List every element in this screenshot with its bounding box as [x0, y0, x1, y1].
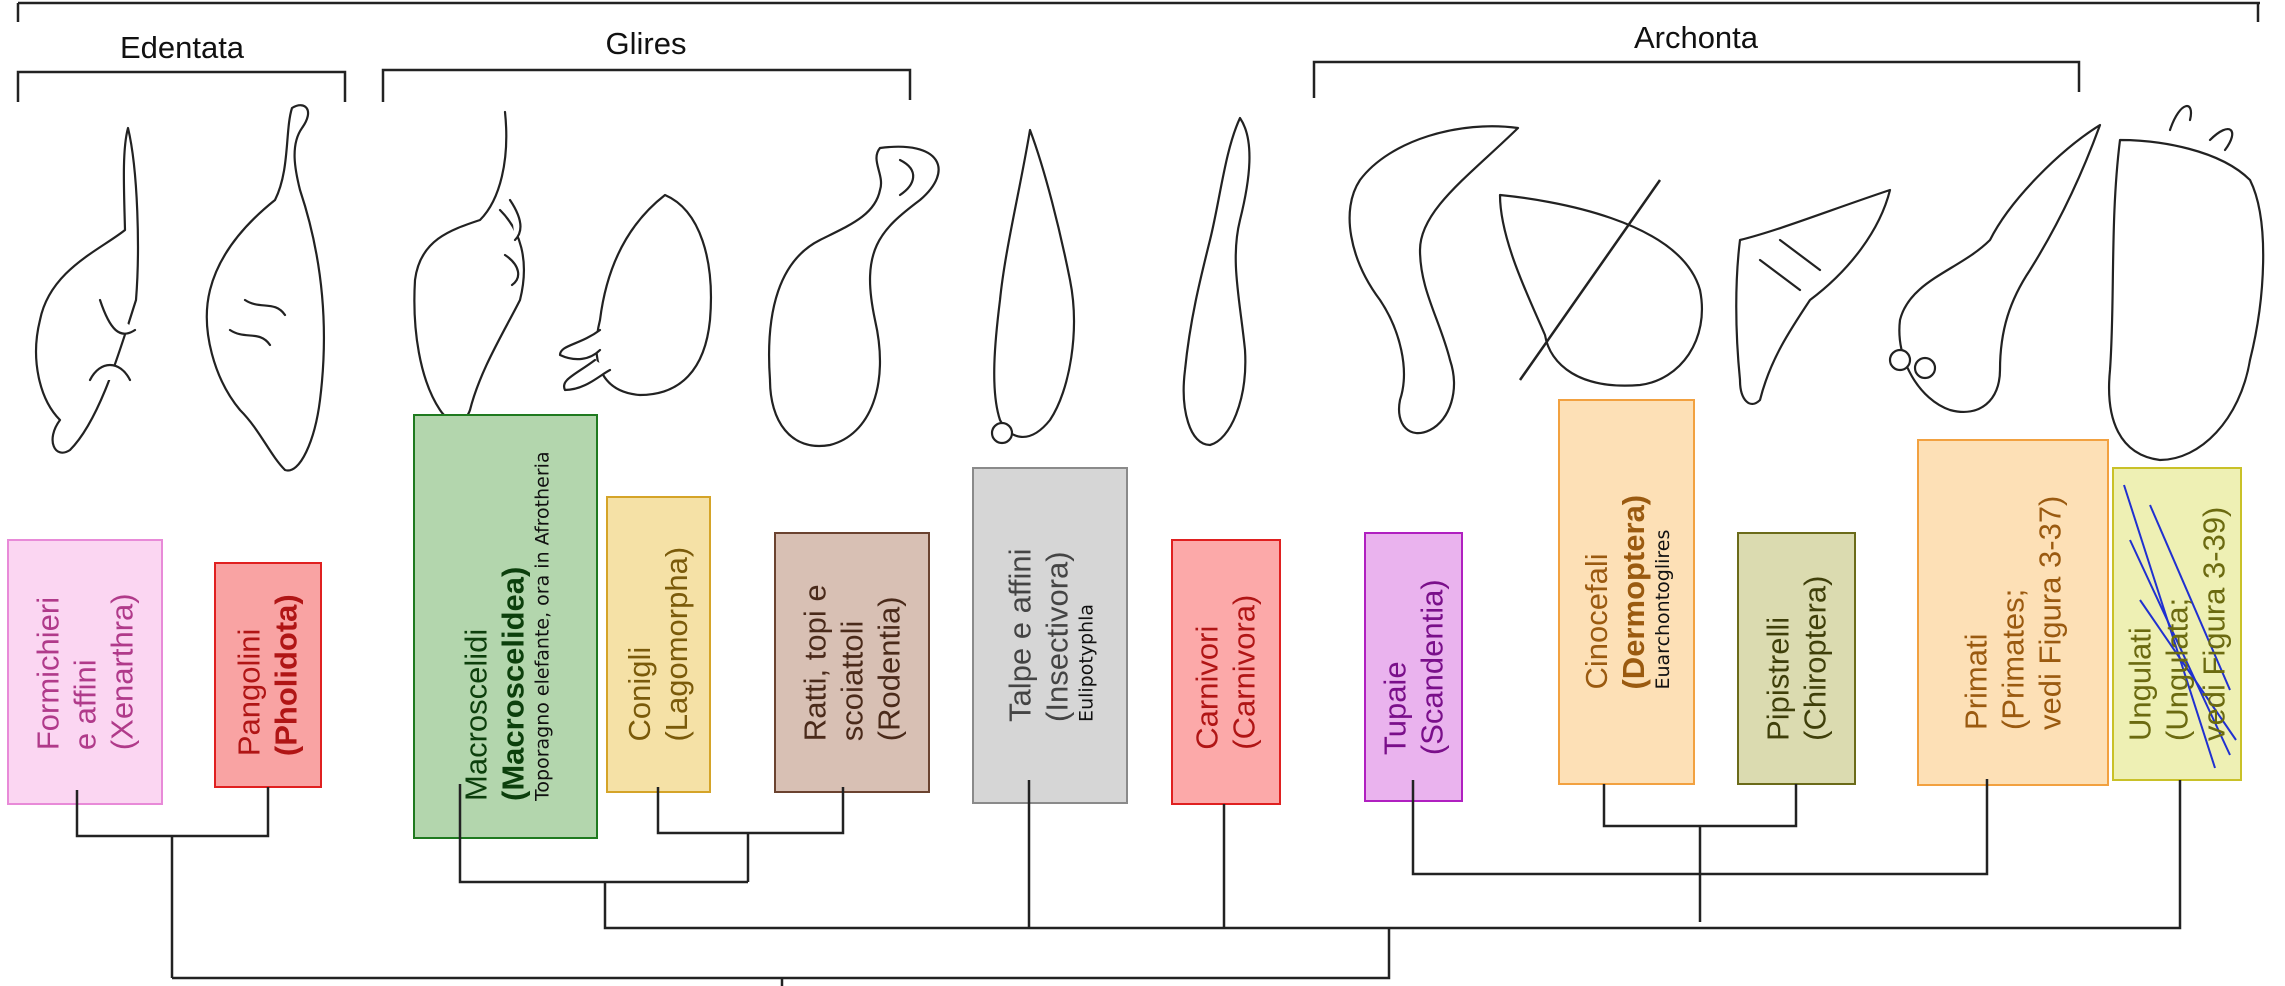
dermoptera-line-1: Cinocefali [1578, 495, 1615, 690]
pholidota-line-1: Pangolini [231, 594, 268, 756]
label-insectivora: Talpe e affini (Insectivora) Eulipotyphl… [973, 468, 1127, 803]
scandentia-line-1: Tupaie [1376, 579, 1413, 755]
mole-drawing [992, 130, 1074, 443]
group-bracket-glires: Glires [383, 26, 910, 102]
label-primates: Primati (Primates; vedi Figura 3-37) [1918, 440, 2108, 785]
label-rodentia: Ratti, topi e scoiattoli (Rodentia) [775, 533, 929, 792]
xenarthra-line-1: Formichieri [29, 594, 66, 751]
ungulate-drawing [2109, 106, 2263, 460]
macroscelidea-line-1: Macroscelidi [457, 452, 494, 802]
lagomorpha-line-1: Conigli [621, 547, 658, 742]
lagomorpha-line-2: (Lagomorpha) [659, 547, 696, 742]
insectivora-note: Eulipotyphla [1076, 549, 1098, 723]
chiroptera-line-1: Pipistrelli [1759, 576, 1796, 741]
xenarthra-line-3: (Xenarthra) [104, 594, 141, 751]
label-ungulata: Ungulati (Ungulata; vedi Figura 3-39) [2113, 468, 2241, 780]
ungulata-line-2: (Ungulata; [2158, 507, 2195, 741]
dermoptera-line-2: (Dermoptera) [1616, 495, 1653, 690]
group-bracket-archonta: Archonta [1314, 20, 2079, 98]
anteater-drawing [36, 128, 138, 453]
primate-drawing [1890, 125, 2100, 412]
label-macroscelidea: Macroscelidi (Macroscelidea) Toporagno e… [414, 415, 597, 838]
ungulata-line-3: vedi Figura 3-39) [2196, 507, 2233, 741]
rodentia-line-2: scoiattoli [833, 584, 870, 741]
label-xenarthra: Formichieri e affini (Xenarthra) [8, 540, 162, 804]
carnivora-line-2: (Carnivora) [1226, 594, 1263, 749]
tree-shrew-drawing [1350, 126, 1518, 433]
bat-drawing [1736, 190, 1890, 404]
weasel-drawing [1184, 118, 1250, 445]
colugo-drawing [1500, 180, 1702, 386]
label-scandentia: Tupaie (Scandentia) [1365, 533, 1462, 801]
chiroptera-line-2: (Chiroptera) [1797, 576, 1834, 741]
label-pholidota: Pangolini (Pholidota) [215, 563, 321, 787]
carnivora-line-1: Carnivori [1189, 594, 1226, 749]
elephant-shrew-drawing [414, 112, 524, 421]
group-bracket-edentata: Edentata [18, 30, 345, 102]
scandentia-line-2: (Scandentia) [1414, 579, 1451, 755]
xenarthra-line-2: e affini [66, 594, 103, 751]
group-label-glires: Glires [606, 26, 687, 61]
group-label-edentata: Edentata [120, 30, 245, 65]
label-chiroptera: Pipistrelli (Chiroptera) [1738, 533, 1855, 784]
pholidota-line-2: (Pholidota) [268, 594, 305, 756]
dermoptera-note: Euarchontoglires [1653, 495, 1675, 690]
ungulata-line-1: Ungulati [2121, 507, 2158, 741]
insectivora-line-1: Talpe e affini [1002, 549, 1039, 723]
pangolin-drawing [207, 105, 324, 470]
macroscelidea-line-2: (Macroscelidea) [495, 452, 532, 802]
primates-line-3: vedi Figura 3-37) [2032, 495, 2069, 729]
primates-line-1: Primati [1957, 495, 1994, 729]
group-label-archonta: Archonta [1634, 20, 1759, 55]
insectivora-line-2: (Insectivora) [1039, 549, 1076, 723]
macroscelidea-note: Toporagno elefante, ora in Afrotheria [532, 452, 554, 802]
label-lagomorpha: Conigli (Lagomorpha) [607, 497, 710, 792]
rat-drawing [769, 147, 939, 446]
rodentia-line-3: (Rodentia) [871, 584, 908, 741]
cladogram-tree [77, 779, 2180, 986]
label-dermoptera: Cinocefali (Dermoptera) Euarchontoglires [1559, 400, 1694, 784]
label-carnivora: Carnivori (Carnivora) [1172, 540, 1280, 804]
rabbit-drawing [560, 195, 711, 395]
primates-line-2: (Primates; [1994, 495, 2031, 729]
rodentia-line-1: Ratti, topi e [796, 584, 833, 741]
